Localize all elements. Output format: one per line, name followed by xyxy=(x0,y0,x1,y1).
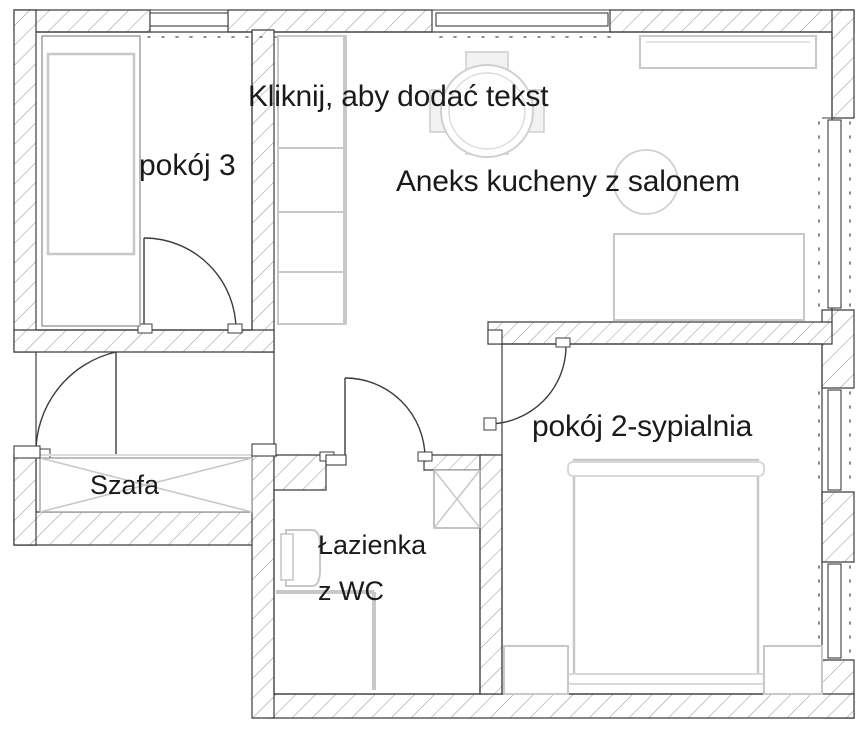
dining-table-and-chairs xyxy=(429,51,545,158)
room-label-pokoj-3: pokój 3 xyxy=(139,149,236,182)
bed-pokoj-3 xyxy=(41,35,141,327)
door-pokoj-3 xyxy=(137,237,243,334)
wall-szafa-bottom xyxy=(13,511,275,546)
room-label-kitchen-living: Aneks kucheny z salonem xyxy=(396,165,740,198)
window-right-3 xyxy=(822,561,854,661)
nightstand-right xyxy=(763,645,823,695)
wall-left-upper xyxy=(13,9,37,353)
wall-right-upper xyxy=(831,9,855,119)
wall-central-vertical xyxy=(251,454,275,719)
room-label-z-wc: z WC xyxy=(318,576,384,606)
room-label-lazienka: Łazienka xyxy=(318,530,427,560)
hallway-niche xyxy=(433,469,481,529)
door-bedroom xyxy=(483,337,571,431)
window-right-2 xyxy=(822,387,854,493)
wall-bottom xyxy=(267,693,855,719)
sofa xyxy=(613,233,805,321)
door-hallway-entry xyxy=(35,351,117,459)
wall-top-middle xyxy=(227,9,433,33)
wall-bathroom-top-stub xyxy=(273,454,327,491)
windows-group xyxy=(149,9,854,661)
nightstand-left xyxy=(503,645,569,695)
wardrobe-box xyxy=(36,454,256,513)
wall-living-bedroom-divider xyxy=(487,321,833,345)
room-label-pokoj-2-sypialnia: pokój 2-sypialnia xyxy=(532,410,753,443)
wall-pokoj3-right xyxy=(251,29,275,353)
shower-area xyxy=(276,590,376,690)
wall-right-pier-2 xyxy=(821,491,855,563)
walls-group xyxy=(13,9,855,719)
wall-szafa-left xyxy=(13,454,37,546)
door-bathroom xyxy=(319,377,433,462)
wall-bathroom-right xyxy=(479,454,503,695)
double-bed xyxy=(567,458,765,685)
window-right-1 xyxy=(822,117,854,311)
upper-cabinets xyxy=(639,35,817,69)
furniture-group xyxy=(36,35,823,695)
wall-top-right xyxy=(609,9,855,33)
window-top-2 xyxy=(432,9,610,33)
room-label-szafa: Szafa xyxy=(90,470,160,500)
kitchen-cabinets xyxy=(277,35,347,325)
placeholder-text-label[interactable]: Kliknij, aby dodać tekst xyxy=(248,80,549,113)
window-sill-dots xyxy=(119,36,851,657)
coffee-table xyxy=(613,149,679,215)
wall-reveals xyxy=(13,329,503,466)
toilet xyxy=(280,529,321,587)
window-top-1 xyxy=(149,9,229,33)
